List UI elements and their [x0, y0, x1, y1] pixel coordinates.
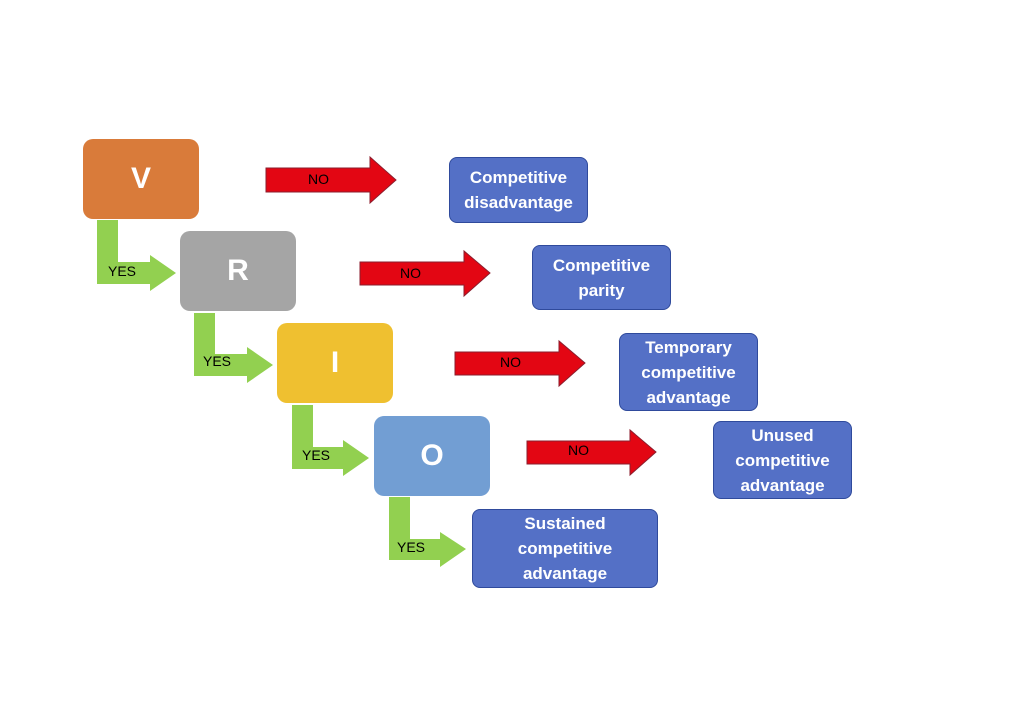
yes-arrow-r — [194, 313, 273, 383]
yes-label-o: YES — [397, 539, 426, 555]
yes-label-i: YES — [302, 447, 331, 463]
letter-box-i: I — [277, 323, 393, 403]
yes-arrow-o — [389, 497, 466, 567]
outcome-box-final: Sustained competitive advantage — [472, 509, 658, 588]
outcome-text-i: Temporary competitive advantage — [641, 337, 736, 407]
letter-v: V — [130, 162, 151, 195]
no-label-i: NO — [500, 354, 521, 370]
outcome-box-r: Competitive parity — [532, 245, 671, 310]
letter-box-o: O — [374, 416, 490, 496]
letter-r: R — [227, 254, 249, 287]
outcome-box-o: Unused competitive advantage — [713, 421, 852, 499]
outcome-text-o: Unused competitive advantage — [735, 425, 830, 495]
outcome-box-i: Temporary competitive advantage — [619, 333, 758, 411]
yes-label-v: YES — [108, 263, 137, 279]
no-label-r: NO — [400, 265, 421, 281]
outcome-box-v: Competitive disadvantage — [449, 157, 588, 223]
letter-box-v: V — [83, 139, 199, 219]
no-label-v: NO — [308, 171, 329, 187]
no-arrow-v — [265, 155, 397, 205]
letter-o: O — [420, 439, 444, 472]
no-arrow-o — [526, 428, 657, 477]
outcome-text-v: Competitive disadvantage — [464, 168, 573, 212]
no-label-o: NO — [568, 442, 589, 458]
letter-box-r: R — [180, 231, 296, 311]
outcome-text-final: Sustained competitive advantage — [517, 514, 613, 583]
no-arrow-r — [359, 249, 491, 298]
no-arrow-i — [454, 339, 586, 388]
yes-label-r: YES — [203, 353, 232, 369]
yes-arrow-v — [97, 220, 176, 291]
outcome-text-r: Competitive parity — [552, 255, 651, 300]
letter-i: I — [330, 346, 340, 379]
yes-arrow-i — [292, 405, 369, 476]
